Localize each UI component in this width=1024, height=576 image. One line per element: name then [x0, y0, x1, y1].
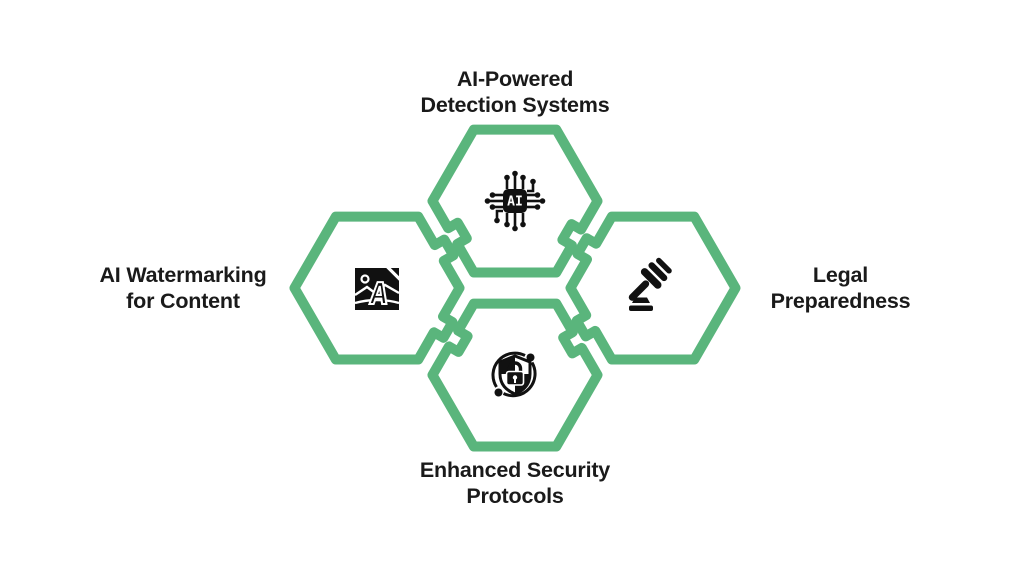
- hexagon-bottom: [427, 298, 603, 452]
- watermarked-image-icon: A: [354, 263, 403, 313]
- label-line: AI Watermarking: [99, 263, 267, 287]
- watermark-letter: A: [368, 277, 390, 312]
- shield-lock-icon: [491, 351, 537, 398]
- label-ai-powered-detection-systems: AI-Powered Detection Systems: [365, 66, 665, 118]
- label-line: Detection Systems: [420, 93, 610, 117]
- label-enhanced-security-protocols: Enhanced Security Protocols: [365, 457, 665, 509]
- label-ai-watermarking-for-content: AI Watermarking for Content: [38, 262, 328, 314]
- label-line: AI-Powered: [456, 67, 574, 91]
- label-line: Enhanced Security: [419, 458, 611, 482]
- chip-label: AI: [507, 195, 523, 210]
- ai-chip-icon: AI: [484, 170, 546, 232]
- label-line: for Content: [126, 289, 240, 313]
- label-line: Protocols: [466, 484, 564, 508]
- gavel-icon: [628, 257, 672, 311]
- hexagon-left: [289, 211, 465, 365]
- label-line: Preparedness: [770, 289, 911, 313]
- hexagon-top: [427, 124, 603, 278]
- label-legal-preparedness: Legal Preparedness: [698, 262, 983, 314]
- hexagon-right: [565, 211, 741, 365]
- label-line: Legal: [812, 263, 869, 287]
